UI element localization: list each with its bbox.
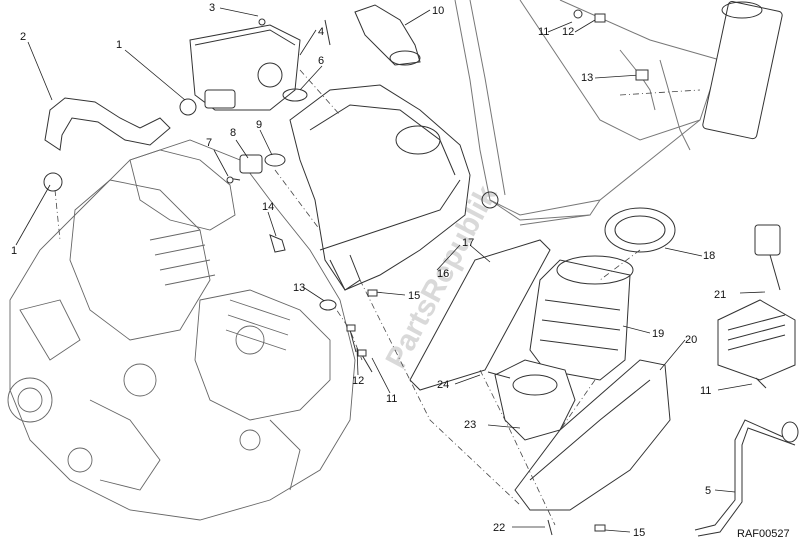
assembly-lines [54, 69, 701, 526]
callout-17: 17 [462, 237, 474, 249]
air-filter-assembly [529, 207, 676, 381]
callout-10: 10 [432, 5, 444, 17]
frame [454, 0, 783, 226]
regulator [694, 224, 799, 537]
callout-21: 21 [714, 289, 726, 301]
callout-18: 18 [703, 250, 715, 262]
callout-6: 6 [318, 55, 324, 67]
callout-20: 20 [685, 334, 697, 346]
callouts: 1 1 2 3 4 5 6 7 8 9 10 11 11 11 12 12 13… [11, 2, 726, 539]
small-fasteners [226, 153, 286, 253]
callout-11-right: 11 [700, 385, 711, 397]
callout-8: 8 [230, 127, 236, 139]
callout-19: 19 [652, 328, 664, 340]
filter-housing [494, 359, 671, 511]
callout-7: 7 [206, 137, 212, 149]
callout-14: 14 [262, 201, 274, 213]
callout-15-bottom: 15 [633, 527, 645, 539]
intake-duct [354, 4, 421, 66]
callout-11-top: 11 [538, 26, 549, 38]
callout-23: 23 [464, 419, 476, 431]
callout-1-lower: 1 [11, 245, 17, 257]
breather-box [43, 18, 331, 192]
gasket [409, 239, 551, 391]
callout-24: 24 [437, 379, 449, 391]
callout-15-center: 15 [408, 290, 420, 302]
callout-4: 4 [318, 26, 324, 38]
callout-12-top: 12 [562, 26, 574, 38]
leader-lines [15, 7, 766, 533]
callout-5: 5 [705, 485, 711, 497]
callout-12-center: 12 [352, 375, 364, 387]
callout-9: 9 [256, 119, 262, 131]
callout-2: 2 [20, 31, 26, 43]
callout-11-center: 11 [386, 393, 397, 405]
callout-22: 22 [493, 522, 505, 534]
callout-1-upper: 1 [116, 39, 122, 51]
callout-16: 16 [437, 268, 449, 280]
airbox-cover [289, 84, 471, 291]
engine [7, 139, 356, 521]
callout-13-top: 13 [581, 72, 593, 84]
callout-13-center: 13 [293, 282, 305, 294]
reference-code: RAF00527 [737, 528, 790, 540]
callout-3: 3 [209, 2, 215, 14]
hardware [319, 9, 767, 536]
